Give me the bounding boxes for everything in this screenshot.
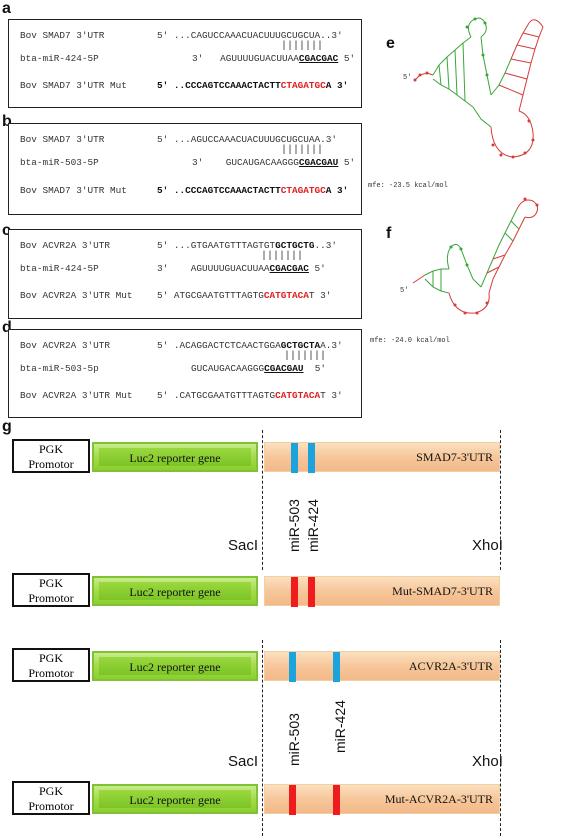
pairing-bars: ||||||| [281, 41, 324, 52]
utr-sequence: 5' ...GTGAATGTTTAGTGTGCTGCTG..3' [157, 240, 338, 251]
mfe-energy-label: mfe: -23.5 kcal/mol [368, 182, 448, 190]
panel-c-box: Bov ACVR2A 3'UTR 5' ...GTGAATGTTTAGTGTGC… [8, 229, 362, 319]
seed-sequence: CGACGAC [298, 53, 339, 64]
utr-sequence: 5' ...AGUCCAAACUACUUUGCUGCUAA.3' [157, 134, 338, 145]
seed-sequence: CGACGAU [264, 363, 304, 374]
xhoi-cut-line [500, 640, 501, 836]
utr-name: Bov SMAD7 3'UTR [20, 134, 105, 145]
utr-region: Mut-ACVR2A-3'UTR [264, 784, 500, 815]
utr-sequence: 5' ...CAGUCCAAACUACUUUGCUGCUA..3' [157, 30, 343, 41]
mirna-name: bta-miR-503-5P [20, 157, 99, 168]
mirna-sequence: 3' GUCAUGACAAGGGCGACGAU 5' [192, 157, 356, 168]
saci-cut-line [262, 640, 263, 836]
target-site: GCTGCTG [275, 240, 315, 251]
mir-424-label: miR-424 [305, 499, 321, 552]
utr-name: Bov ACVR2A 3'UTR [20, 240, 111, 251]
mutant-sequence: 5' .CATGCGAATGTTTAGTGCATGTACAT 3' [157, 390, 343, 401]
utr-region: SMAD7-3'UTR [264, 442, 500, 473]
panel-a-box: Bov SMAD7 3'UTR 5' ...CAGUCCAAACUACUUUGC… [8, 19, 362, 108]
utr-sequence: 5' .ACAGGACTCTCAACTGGAGCTGCTAA.3' [157, 340, 343, 351]
mir-503-mutant-site [291, 577, 298, 607]
mirna-hairpin-structure-f [412, 197, 539, 315]
mir-503-site [289, 652, 296, 682]
xhoi-label: XhoI [472, 753, 503, 770]
panel-b-label: b [2, 113, 12, 130]
panel-f-label: f [386, 225, 392, 242]
mutant-sequence: 5' ..CCCAGTCCAAACTACTTCTAGATGCA 3' [157, 185, 349, 196]
panel-b-box: Bov SMAD7 3'UTR 5' ...AGUCCAAACUACUUUGCU… [8, 123, 362, 215]
prime-5-label: 5' [400, 287, 409, 295]
prime-5-label: 5' [403, 74, 412, 82]
mutated-site: CTAGATGC [280, 185, 326, 196]
mir-424-site [308, 443, 315, 473]
mir-503-site [291, 443, 298, 473]
utr-name: Bov SMAD7 3'UTR [20, 30, 105, 41]
panel-d-box: Bov ACVR2A 3'UTR 5' .ACAGGACTCTCAACTGGAG… [8, 329, 362, 418]
mfe-energy-label: mfe: -24.0 kcal/mol [370, 337, 450, 345]
mirna-sequence: 3' AGUUUUGUACUUAACGACGAC 5' [157, 263, 326, 274]
mirna-sequence: 3' AGUUUUGUACUUAACGACGAC 5' [192, 53, 356, 64]
seed-sequence: CGACGAU [298, 157, 339, 168]
panel-a-label: a [2, 0, 11, 17]
mutant-sequence: 5' ATGCGAATGTTTAGTGCATGTACAT 3' [157, 290, 332, 301]
mirna-name: bta-miR-424-5P [20, 53, 99, 64]
mutated-site: CATGTACA [275, 390, 321, 401]
xhoi-cut-line [500, 430, 501, 570]
pairing-bars: ||||||| [284, 351, 327, 362]
panel-g-label: g [2, 418, 12, 435]
saci-label: SacI [228, 753, 259, 770]
panel-c-label: c [2, 222, 11, 239]
panel-d-label: d [2, 319, 12, 336]
utr-region: ACVR2A-3'UTR [264, 651, 500, 682]
luc2-reporter-gene: Luc2 reporter gene [92, 651, 258, 681]
mir-424-site [333, 652, 340, 682]
mirna-hairpin-structure-e [413, 17, 544, 159]
utr-name: Bov ACVR2A 3'UTR [20, 340, 111, 351]
mir-424-mutant-site [333, 785, 340, 815]
luc2-reporter-gene: Luc2 reporter gene [92, 784, 258, 814]
mutant-sequence: 5' ..CCCAGTCCAAACTACTTCTAGATGCA 3' [157, 80, 349, 91]
panel-e-label: e [386, 35, 395, 52]
target-site: GCTGCTA [280, 340, 321, 351]
mirna-name: bta-miR-424-5P [20, 263, 99, 274]
mutant-name: Bov ACVR2A 3'UTR Mut [20, 290, 133, 301]
seed-sequence: CGACGAC [269, 263, 309, 274]
mutated-site: CATGTACA [263, 290, 309, 301]
mir-503-label: miR-503 [286, 713, 302, 766]
luc2-reporter-gene: Luc2 reporter gene [92, 442, 258, 472]
saci-label: SacI [228, 537, 259, 554]
mirna-name: bta-miR-503-5p [20, 363, 99, 374]
mir-424-label: miR-424 [332, 700, 348, 753]
mutated-site: CTAGATGC [280, 80, 326, 91]
pairing-bars: ||||||| [261, 251, 304, 262]
saci-cut-line [262, 430, 263, 570]
luc2-reporter-gene: Luc2 reporter gene [92, 576, 258, 606]
utr-region: Mut-SMAD7-3'UTR [264, 576, 500, 607]
mirna-sequence: GUCAUGACAAGGGCGACGAU 5' [191, 363, 327, 374]
mutant-name: Bov ACVR2A 3'UTR Mut [20, 390, 133, 401]
pairing-bars: ||||||| [281, 145, 324, 156]
mir-424-mutant-site [308, 577, 315, 607]
xhoi-label: XhoI [472, 537, 503, 554]
mir-503-mutant-site [289, 785, 296, 815]
mutant-name: Bov SMAD7 3'UTR Mut [20, 80, 127, 91]
mutant-name: Bov SMAD7 3'UTR Mut [20, 185, 127, 196]
mir-503-label: miR-503 [286, 499, 302, 552]
